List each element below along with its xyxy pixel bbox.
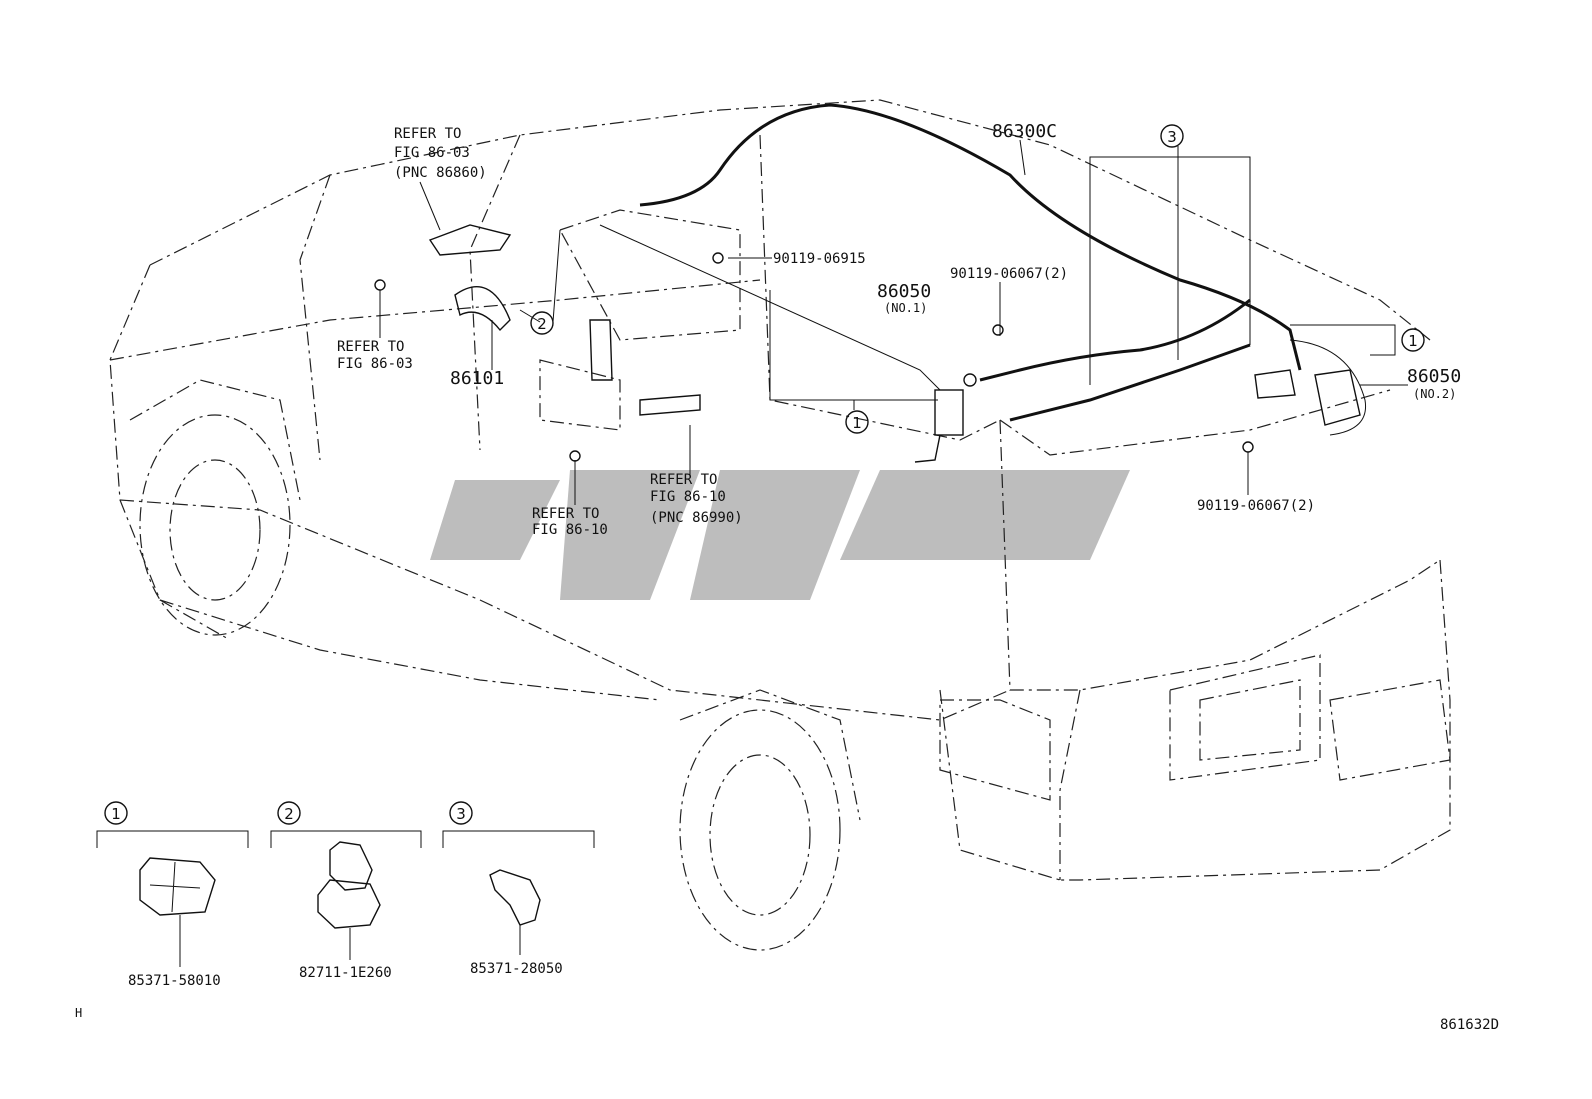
legend-part-2: 82711-1E260 <box>299 965 392 981</box>
vehicle-outline <box>109 99 1451 951</box>
label-86050-no1: 86050 <box>877 281 931 302</box>
label-refer-left: REFER TO FIG 86-03 <box>337 339 413 372</box>
svg-text:3: 3 <box>1167 128 1177 146</box>
label-no2: (NO.2) <box>1413 387 1456 401</box>
svg-text:FIG 86-03: FIG 86-03 <box>337 356 413 372</box>
amplifier-86050-no2 <box>1254 339 1367 436</box>
svg-text:(PNC 86860): (PNC 86860) <box>394 165 487 181</box>
svg-text:(PNC 86990): (PNC 86990) <box>650 510 743 526</box>
label-86300c: 86300C <box>992 121 1057 142</box>
label-90119-06067-bottom: 90119-06067(2) <box>1197 498 1315 514</box>
callout-3: 3 <box>1160 124 1184 148</box>
callout-1-b: 1 <box>1401 328 1425 352</box>
label-90119-06915: 90119-06915 <box>773 251 866 267</box>
label-86050-no2: 86050 <box>1407 366 1461 387</box>
svg-text:1: 1 <box>852 414 862 432</box>
svg-text:FIG 86-10: FIG 86-10 <box>650 489 726 505</box>
legend-item-1: 1 85371-58010 <box>96 801 249 989</box>
roof-rail <box>599 224 941 391</box>
watermark <box>430 470 1130 600</box>
svg-text:REFER TO: REFER TO <box>337 339 404 355</box>
svg-text:REFER TO: REFER TO <box>532 506 599 522</box>
svg-text:FIG 86-03: FIG 86-03 <box>394 145 470 161</box>
callout-2: 2 <box>530 311 554 335</box>
legend-item-2: 2 82711-1E260 <box>270 801 422 981</box>
amplifier-86050-no1 <box>914 373 977 463</box>
label-refer-top: REFER TO FIG 86-03 (PNC 86860) <box>394 126 487 181</box>
svg-text:1: 1 <box>1408 332 1418 350</box>
legend-part-3: 85371-28050 <box>470 961 563 977</box>
svg-text:3: 3 <box>456 805 466 823</box>
label-refer-right: REFER TO FIG 86-10 (PNC 86990) <box>650 472 743 526</box>
figure-code: 861632D <box>1440 1017 1499 1033</box>
interior-parts <box>374 224 1254 462</box>
svg-text:FIG 86-10: FIG 86-10 <box>532 522 608 538</box>
legend-item-3: 3 85371-28050 <box>442 801 595 977</box>
svg-text:2: 2 <box>284 805 294 823</box>
cable-rear <box>1009 343 1251 422</box>
svg-text:2: 2 <box>537 315 547 333</box>
leader-lines <box>379 139 1408 505</box>
corner-mark: H <box>75 1006 82 1020</box>
cable-branch <box>979 298 1251 382</box>
label-86101: 86101 <box>450 368 504 389</box>
label-refer-mid: REFER TO FIG 86-10 <box>532 506 608 538</box>
label-no1: (NO.1) <box>884 301 927 315</box>
legend-part-1: 85371-58010 <box>128 973 221 989</box>
callout-1-a: 1 <box>845 410 869 434</box>
antenna-cable-86300c <box>639 103 1302 371</box>
svg-text:REFER TO: REFER TO <box>394 126 461 142</box>
svg-text:1: 1 <box>111 805 121 823</box>
label-90119-06067-top: 90119-06067(2) <box>950 266 1068 282</box>
svg-text:REFER TO: REFER TO <box>650 472 717 488</box>
